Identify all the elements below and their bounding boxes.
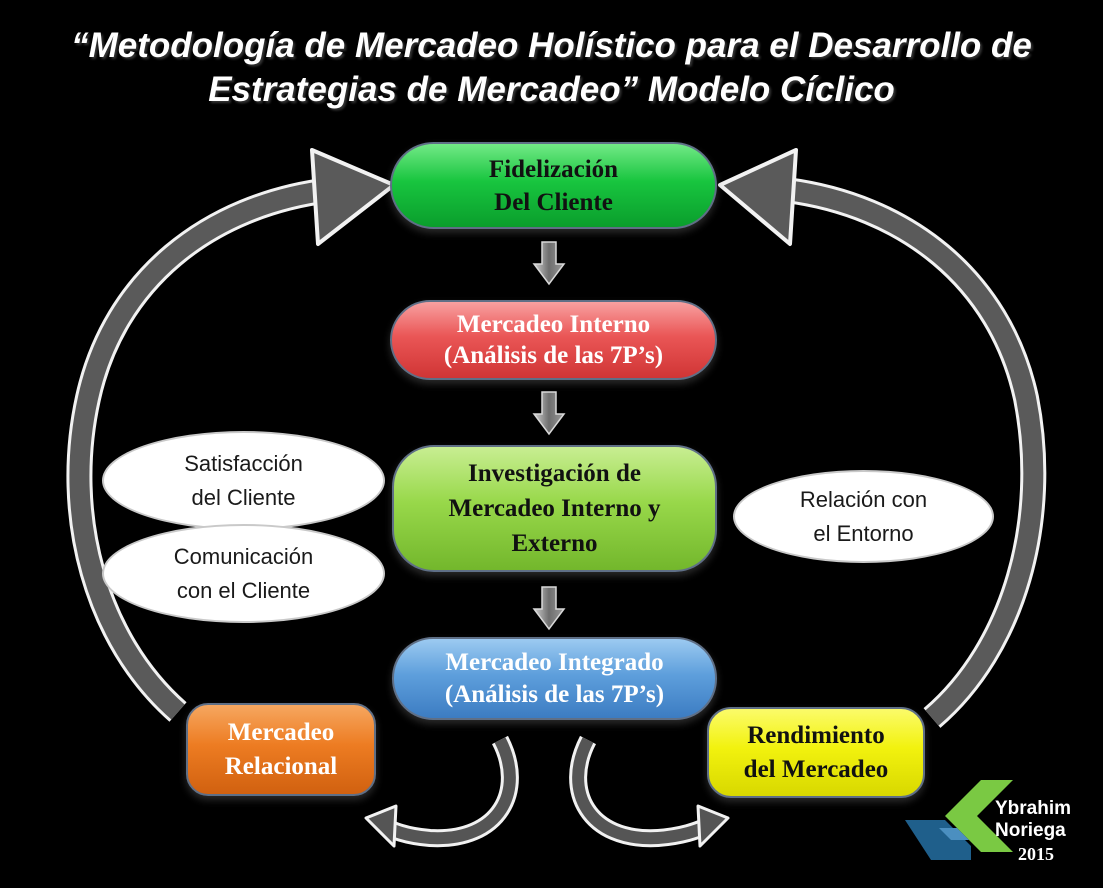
satisfaccion-bubble: Satisfacción del Cliente [102,431,385,530]
mercadeo-relacional-label-2: Relacional [224,752,338,780]
mercadeo-integrado-label-1: Mercadeo Integrado [445,648,664,676]
mercadeo-integrado-box: Mercadeo Integrado (Análisis de las 7P’s… [392,637,717,720]
fidelizacion-label-1: Fidelización [488,155,619,183]
investigacion-label-3: Externo [511,530,598,557]
comunicacion-label-2: con el Cliente [176,577,311,603]
down-arrow-icon [532,241,566,286]
mercadeo-interno-label-2: (Análisis de las 7P’s) [443,342,664,369]
entorno-label-2: el Entorno [813,520,914,546]
entorno-bubble: Relación con el Entorno [733,470,994,563]
satisfaccion-label-1: Satisfacción [184,450,303,476]
logo-year: 2015 [1018,844,1054,864]
title-line-1: “Metodología de Mercadeo Holístico para … [71,26,1032,65]
logo-name-first: Ybrahim [995,798,1072,819]
comunicacion-label-1: Comunicación [173,543,314,569]
mercadeo-integrado-label-2: (Análisis de las 7P’s) [444,680,665,708]
author-logo-icon [905,780,1013,860]
down-arrow-icon [532,586,566,631]
integrado-to-rendimiento-arrow [569,735,730,848]
logo-name-last: Noriega [995,820,1066,841]
title-line-2: Estrategias de Mercadeo” Modelo Cíclico [208,70,895,109]
mercadeo-relacional-box: Mercadeo Relacional [186,703,376,796]
mercadeo-relacional-label-1: Mercadeo [227,718,335,746]
rendimiento-label-1: Rendimiento [747,721,885,749]
entorno-label-1: Relación con [799,486,928,512]
integrado-to-relacional-arrow [364,735,519,848]
satisfaccion-label-2: del Cliente [191,484,296,510]
left-cycle-arrow [66,148,396,722]
rendimiento-label-2: del Mercadeo [743,755,889,783]
investigacion-label-2: Mercadeo Interno y [448,495,661,522]
fidelizacion-box: Fidelización Del Cliente [390,142,717,229]
fidelizacion-label-2: Del Cliente [494,188,613,216]
down-arrow-icon [532,391,566,436]
investigacion-label-1: Investigación de [468,460,641,487]
right-cycle-arrow [718,148,1047,728]
comunicacion-bubble: Comunicación con el Cliente [102,524,385,623]
rendimiento-box: Rendimiento del Mercadeo [707,707,925,798]
mercadeo-interno-label-1: Mercadeo Interno [456,311,651,338]
mercadeo-interno-box: Mercadeo Interno (Análisis de las 7P’s) [390,300,717,380]
investigacion-box: Investigación de Mercadeo Interno y Exte… [392,445,717,572]
